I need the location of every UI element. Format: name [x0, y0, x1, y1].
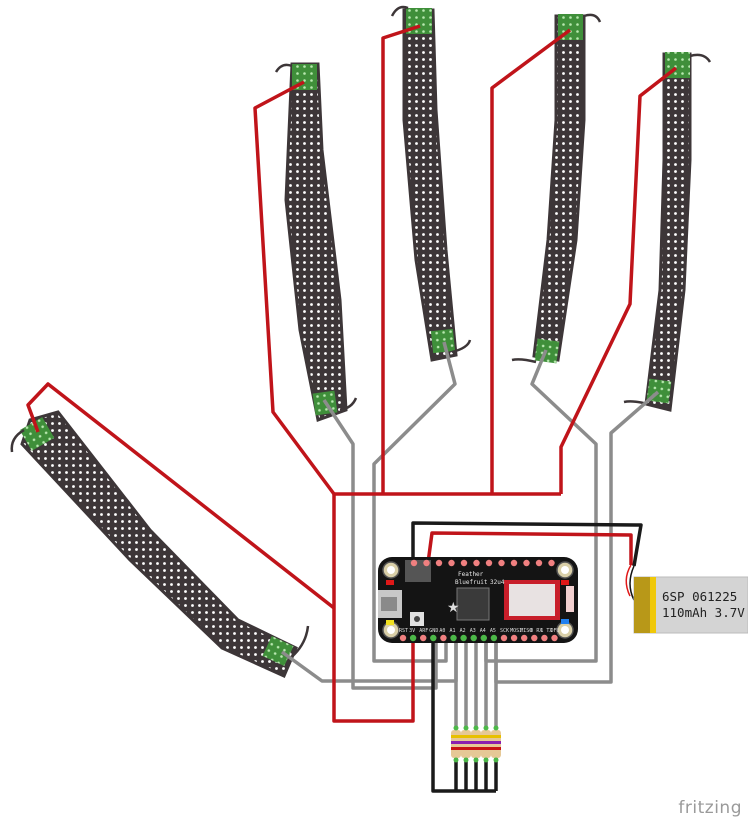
header-pin-a4[interactable]	[480, 634, 487, 642]
mcu-chip	[456, 587, 490, 621]
pin-label: DFU	[551, 628, 560, 634]
top-header-pins	[410, 559, 555, 567]
pin-label: RST	[399, 628, 408, 634]
led-red-icon	[386, 580, 394, 585]
header-pin-3v[interactable]	[409, 634, 417, 642]
pin-label: MOSI	[510, 628, 522, 634]
lipo-battery[interactable]: 6SP 061225 110mAh 3.7V	[625, 564, 748, 634]
header-pin-miso[interactable]	[521, 634, 528, 642]
battery-label-line1: 6SP 061225	[662, 589, 737, 604]
header-pin-12[interactable]	[460, 559, 468, 567]
header-pin-0-rx[interactable]	[531, 634, 538, 642]
pin-label: 0 RX	[530, 628, 542, 634]
led-blue-icon	[561, 619, 569, 624]
header-pin-a2[interactable]	[460, 634, 467, 642]
battery-connector	[405, 560, 431, 582]
header-pin-gnd[interactable]	[430, 634, 437, 642]
resistor[interactable]	[491, 730, 501, 758]
adafruit-star-icon: ★	[447, 600, 460, 616]
header-pin-en[interactable]	[423, 559, 430, 567]
header-pin-bat[interactable]	[410, 559, 418, 567]
flex-sensor-thumb	[10, 410, 310, 678]
signal-wires	[280, 341, 660, 728]
power-wires	[26, 24, 678, 723]
resistor[interactable]	[451, 730, 461, 758]
flex-sensor-index	[274, 62, 358, 422]
header-pin-mosi[interactable]	[510, 634, 518, 642]
pin-label: SCK	[500, 628, 509, 634]
header-pin-dfu[interactable]	[551, 634, 558, 642]
led-status-icon	[561, 580, 569, 585]
fritzing-watermark: fritzing	[678, 798, 742, 818]
pin-label: A0	[439, 628, 445, 634]
wire-middle-signal[interactable]	[372, 341, 457, 663]
resistor-array	[451, 725, 501, 763]
header-pin-13[interactable]	[448, 559, 455, 567]
resistor[interactable]	[471, 730, 481, 758]
header-pin-arf[interactable]	[420, 634, 427, 642]
header-pin-a5[interactable]	[490, 634, 498, 642]
sensor-pad-bottom	[262, 635, 294, 667]
flex-sensor-middle	[390, 5, 472, 362]
header-pin-5[interactable]	[523, 559, 530, 567]
wire-battery-negative[interactable]	[411, 521, 643, 578]
header-pin-10[interactable]	[485, 559, 493, 567]
sensor-pad-bottom	[430, 328, 456, 354]
header-pin-sda[interactable]	[548, 559, 555, 567]
wire-index-signal[interactable]	[322, 399, 438, 690]
pin-label: ARF	[419, 628, 428, 634]
pin-label: A1	[450, 628, 456, 634]
header-pin-sck[interactable]	[500, 634, 508, 642]
header-pin-11[interactable]	[473, 559, 480, 567]
wire-ring-power[interactable]	[490, 28, 572, 494]
flex-sensor-ring	[511, 13, 602, 364]
led-charge-icon	[386, 620, 394, 625]
pin-label: MISO	[520, 628, 532, 634]
pin-label: A5	[490, 628, 496, 634]
wire-battery-positive[interactable]	[424, 531, 633, 579]
wire-thumb-power[interactable]	[26, 382, 336, 610]
header-pin-9[interactable]	[498, 559, 505, 567]
pin-label: A3	[470, 628, 476, 634]
wire-pinky-power[interactable]	[559, 66, 678, 494]
pin-label: A4	[480, 628, 486, 634]
board-silk-chip: 32u4	[490, 579, 505, 586]
resistor[interactable]	[461, 730, 471, 758]
header-pin-6[interactable]	[510, 559, 518, 567]
pin-label: 3V	[409, 628, 415, 634]
header-pin-a3[interactable]	[470, 634, 477, 642]
wire-middle-power[interactable]	[381, 24, 421, 494]
board-silk-title: Feather	[458, 571, 484, 578]
header-pin-1-tx[interactable]	[541, 634, 548, 642]
header-pin-rst[interactable]	[399, 634, 407, 642]
pin-label: A2	[460, 628, 466, 634]
wire-power-to-3v[interactable]	[332, 494, 415, 723]
resistor[interactable]	[481, 730, 491, 758]
header-pin-scl[interactable]	[535, 559, 543, 567]
header-pin-a1[interactable]	[450, 634, 457, 642]
header-pin-usb[interactable]	[435, 559, 443, 567]
ground-wires	[411, 521, 643, 793]
battery-label-line2: 110mAh 3.7V	[662, 605, 745, 620]
pin-label: GND	[429, 628, 438, 634]
header-pin-a0[interactable]	[440, 634, 447, 642]
pin-label: 1 TX	[540, 628, 552, 634]
sensor-pad-top	[19, 417, 55, 451]
board-silk-subtitle: Bluefruit	[455, 579, 488, 586]
flex-sensor-pinky	[623, 52, 712, 412]
wire-index-power[interactable]	[253, 80, 336, 496]
